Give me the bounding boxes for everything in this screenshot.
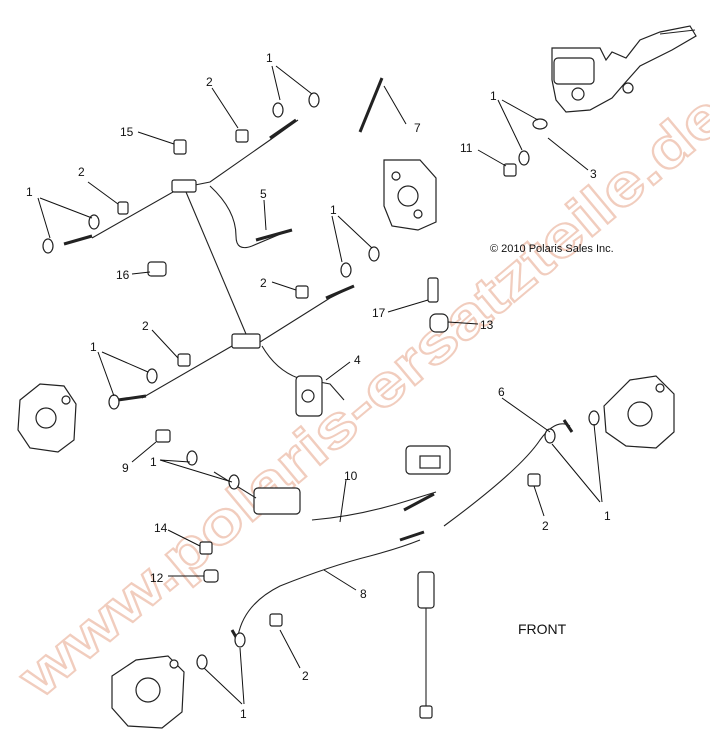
- callouts: 1 2 15 7 1 11 3 2 1 5 1 © 2010 Polaris S…: [26, 51, 614, 721]
- callout-1: 1: [266, 51, 273, 65]
- callout-6: 6: [498, 385, 505, 399]
- caliper-upper-right: [383, 159, 437, 231]
- callout-1: 1: [490, 89, 497, 103]
- caliper-lower-right: [603, 375, 675, 449]
- callout-2: 2: [302, 669, 309, 683]
- callout-2: 2: [142, 319, 149, 333]
- callout-15: 15: [120, 125, 134, 139]
- callout-1: 1: [240, 707, 247, 721]
- callout-7: 7: [414, 121, 421, 135]
- caliper-bottom: [111, 655, 185, 729]
- master-cylinder: [551, 25, 697, 113]
- front-label: FRONT: [518, 621, 567, 637]
- callout-4: 4: [354, 353, 361, 367]
- brake-line-8: [237, 539, 421, 637]
- callout-13: 13: [480, 318, 494, 332]
- callout-8: 8: [360, 587, 367, 601]
- callout-11: 11: [460, 141, 473, 155]
- callout-16: 16: [116, 268, 130, 282]
- callout-1: 1: [26, 185, 33, 199]
- part-7-rod: [358, 77, 384, 133]
- leader-lines: [37, 65, 603, 705]
- callout-2: 2: [206, 75, 213, 89]
- callout-5: 5: [260, 187, 267, 201]
- callout-1: 1: [90, 340, 97, 354]
- callout-17: 17: [372, 306, 386, 320]
- callout-14: 14: [154, 521, 168, 535]
- caliper-left: [17, 383, 77, 453]
- callout-9: 9: [122, 461, 129, 475]
- callout-10: 10: [344, 469, 358, 483]
- callout-1: 1: [330, 203, 337, 217]
- front-brake-lines: [63, 118, 355, 417]
- brake-switch-cable: [417, 571, 435, 719]
- callout-2: 2: [78, 165, 85, 179]
- washers: [42, 92, 600, 670]
- brake-line-6: [443, 423, 571, 527]
- callout-1: 1: [150, 455, 157, 469]
- callout-2: 2: [260, 276, 267, 290]
- callout-3: 3: [590, 167, 597, 181]
- callout-12: 12: [150, 571, 164, 585]
- copyright-text: © 2010 Polaris Sales Inc.: [490, 243, 614, 255]
- callout-1: 1: [604, 509, 611, 523]
- callout-2: 2: [542, 519, 549, 533]
